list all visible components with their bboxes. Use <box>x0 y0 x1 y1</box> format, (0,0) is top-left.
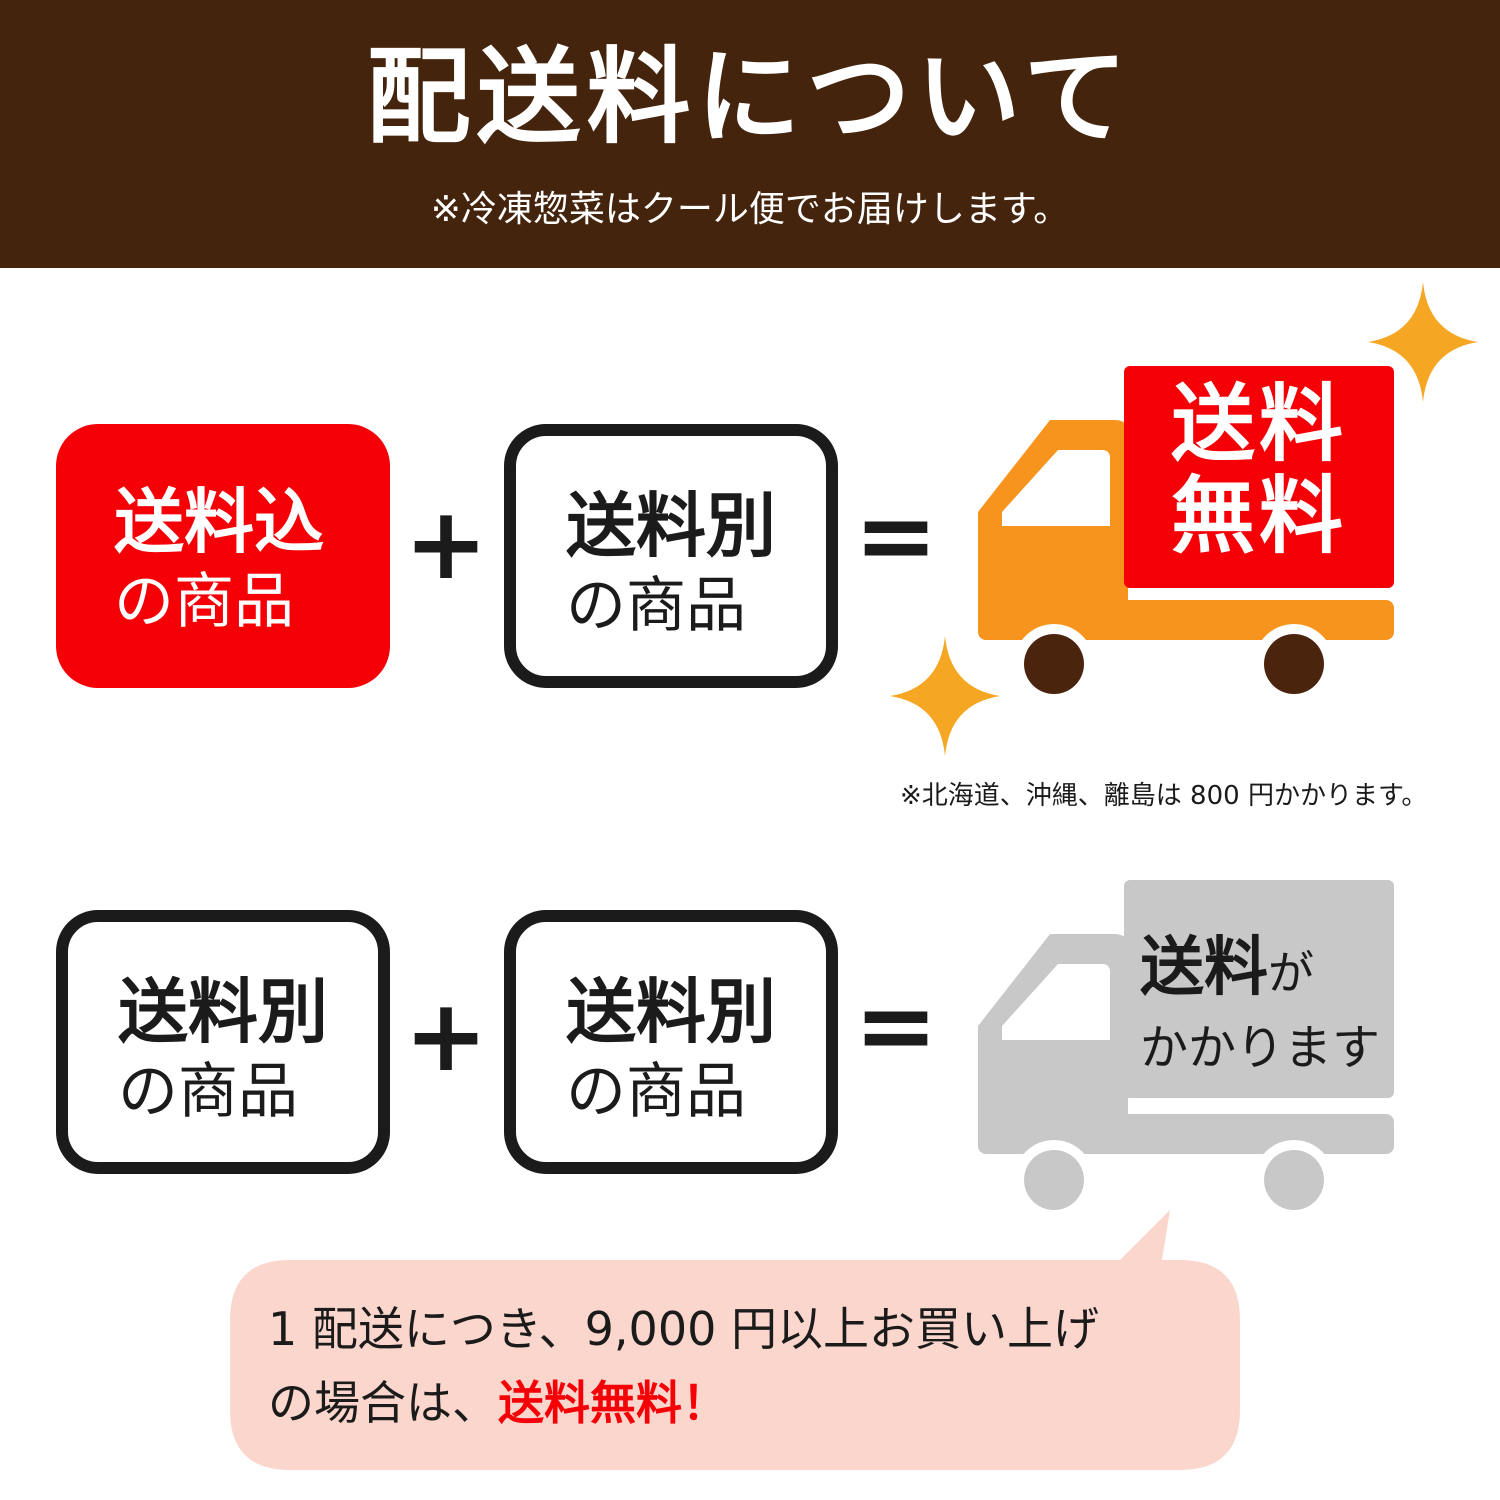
speech-bubble <box>230 1210 1240 1470</box>
header-banner: 配送料について ※冷凍惣菜はクール便でお届けします。 <box>0 0 1500 268</box>
box-shipping-separate: 送料別 の商品 <box>504 910 838 1174</box>
equals-sign: = <box>854 967 938 1084</box>
page-title: 配送料について <box>366 36 1134 158</box>
free-shipping-emphasis: 送料無料！ <box>498 1376 728 1430</box>
bubble-text: 1 配送につき、9,000 円以上お買い上げ の場合は、送料無料！ <box>268 1292 1228 1440</box>
box-label-main: 送料別 <box>566 971 776 1053</box>
free-shipping-tag-text: 送料 無料 <box>1126 378 1392 562</box>
box-shipping-separate: 送料別 の商品 <box>504 424 838 688</box>
shipping-cost-tag <box>1124 880 1394 1098</box>
box-label-main: 送料込 <box>114 481 324 563</box>
tag-line-2: かかります <box>1140 1020 1381 1076</box>
sparkle-icon <box>1368 282 1478 402</box>
tag-line-1: 送料 <box>1170 375 1347 473</box>
truck-icon <box>978 880 1394 1220</box>
box-shipping-included: 送料込 の商品 <box>56 424 390 688</box>
header-subtitle: ※冷凍惣菜はクール便でお届けします。 <box>430 189 1070 230</box>
truck-icon <box>978 366 1394 704</box>
box-label-sub: の商品 <box>118 1057 298 1127</box>
box-shipping-separate: 送料別 の商品 <box>56 910 390 1174</box>
sparkle-icon <box>890 636 1000 756</box>
tag-line-2: 無料 <box>1170 467 1347 565</box>
box-label-sub: の商品 <box>114 567 294 637</box>
plus-sign: + <box>404 977 488 1094</box>
bubble-line-2: の場合は、送料無料！ <box>268 1366 1228 1440</box>
remote-area-note: ※北海道、沖縄、離島は 800 円かかります。 <box>900 781 1428 811</box>
shipping-cost-tag-text: 送料が かかります <box>1140 928 1400 1083</box>
free-shipping-tag <box>1124 366 1394 588</box>
tag-small: が <box>1268 946 1314 1000</box>
bubble-line-1: 1 配送につき、9,000 円以上お買い上げ <box>268 1302 1099 1356</box>
equals-sign: = <box>854 477 938 594</box>
plus-sign: + <box>404 485 488 602</box>
box-label-main: 送料別 <box>566 485 776 567</box>
bubble-line-2-prefix: の場合は、 <box>268 1376 498 1430</box>
box-label-sub: の商品 <box>566 571 746 641</box>
tag-bold: 送料 <box>1140 931 1268 1005</box>
box-label-main: 送料別 <box>118 971 328 1053</box>
box-label-sub: の商品 <box>566 1057 746 1127</box>
